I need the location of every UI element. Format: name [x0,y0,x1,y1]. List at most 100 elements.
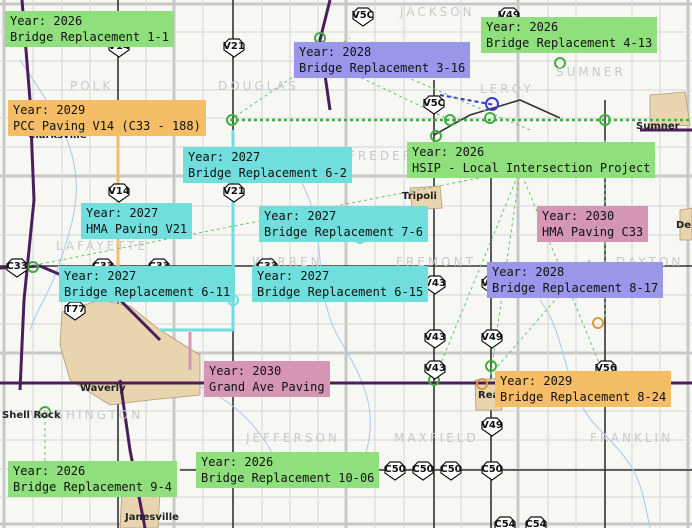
route-shield-label: V43 [424,332,446,343]
route-shield-label: V5C [351,10,375,21]
route-shield: V49 [480,417,504,437]
project-name: Bridge Replacement 6-15 [257,285,424,299]
route-shield-label: C54 [494,519,516,528]
project-year: Year: 2028 [299,45,372,59]
route-shield: V21 [222,38,246,58]
route-shield-label: V5C [422,98,446,109]
route-shield: C50 [480,461,504,481]
project-name: Bridge Replacement 7-6 [264,225,423,239]
route-shield: V43 [423,329,447,349]
route-shield-label: V49 [481,420,503,431]
project-year: Year: 2030 [542,209,615,223]
project-name: Bridge Replacement 8-24 [500,390,667,404]
project-year: Year: 2027 [264,209,337,223]
project-name: HMA Paving C33 [542,225,644,239]
city-label: Denver [676,220,692,231]
route-shield-label: C50 [481,464,503,475]
route-shield: C54 [524,516,548,528]
route-shield-label: C50 [440,464,462,475]
route-shield: C50 [411,461,435,481]
project-name: HMA Paving V21 [86,222,188,236]
route-shield-label: V43 [424,278,446,289]
project-name: Bridge Replacement 6-11 [64,285,231,299]
township-name: WASHINGTON [30,408,144,422]
project-name: Bridge Replacement 9-4 [13,480,172,494]
city-label: Janesville [125,512,179,523]
route-shield: V43 [423,360,447,380]
route-shield: C54 [493,516,517,528]
project-year: Year: 2029 [500,374,573,388]
project-name: Bridge Replacement 8-17 [492,281,659,295]
route-shield: C33 [5,258,29,278]
project-year: Year: 2026 [412,145,485,159]
township-name: DOUGLAS [218,79,299,93]
project-name: PCC Paving V14 (C33 - 188) [13,119,201,133]
city-label: Sumner [636,121,680,132]
township-name: FREMONT [396,255,476,269]
route-shield: V14 [107,183,131,203]
project-year: Year: 2026 [201,455,274,469]
route-shield: T77 [63,301,87,321]
project-year: Year: 2029 [13,103,86,117]
city-label: Shell Rock [2,410,61,421]
project-year: Year: 2027 [188,150,261,164]
route-shield-label: V49 [498,10,520,21]
township-name: LEROY [480,82,534,96]
route-shield-label: V21 [223,186,245,197]
project-name: Bridge Replacement 1-1 [10,30,169,44]
route-shield: V21 [222,183,246,203]
township-name: FRANKLIN [590,431,674,445]
township-name: JACKSON [400,5,475,19]
route-shield-label: V43 [424,363,446,374]
route-shield: V5C [351,7,375,27]
project-name: Bridge Replacement 6-2 [188,166,347,180]
route-shield-label: C33 [6,261,28,272]
route-shield: V5C [422,95,446,115]
project-year: Year: 2027 [86,206,159,220]
project-year: Year: 2026 [486,20,559,34]
route-shield-label: V49 [481,332,503,343]
township-name: JEFFERSON [246,431,340,445]
township-name: MAXFIELD [394,431,479,445]
project-name: Bridge Replacement 3-16 [299,61,466,75]
route-shield-label: V56 [595,363,617,374]
route-shield-label: V14 [108,186,130,197]
project-name: HSIP - Local Intersection Project [412,161,651,175]
route-shield: C50 [383,461,407,481]
route-shield-label: V21 [223,41,245,52]
project-year: Year: 2028 [492,265,565,279]
route-shield: V49 [480,329,504,349]
township-name: SUMNER [556,65,626,79]
project-year: Year: 2027 [257,269,330,283]
township-name: POLK [70,79,114,93]
route-shield-label: C54 [525,519,547,528]
project-year: Year: 2026 [13,464,86,478]
project-name: Bridge Replacement 4-13 [486,36,653,50]
route-shield-label: T77 [64,304,86,315]
route-shield-label: C50 [412,464,434,475]
township-name: LAFAYETTE [56,239,149,253]
project-name: Grand Ave Paving [209,380,325,394]
project-year: Year: 2030 [209,364,282,378]
city-label: Waverly [80,383,126,394]
project-year: Year: 2027 [64,269,137,283]
project-name: Bridge Replacement 10-06 [201,471,375,485]
project-year: Year: 2026 [10,14,83,28]
